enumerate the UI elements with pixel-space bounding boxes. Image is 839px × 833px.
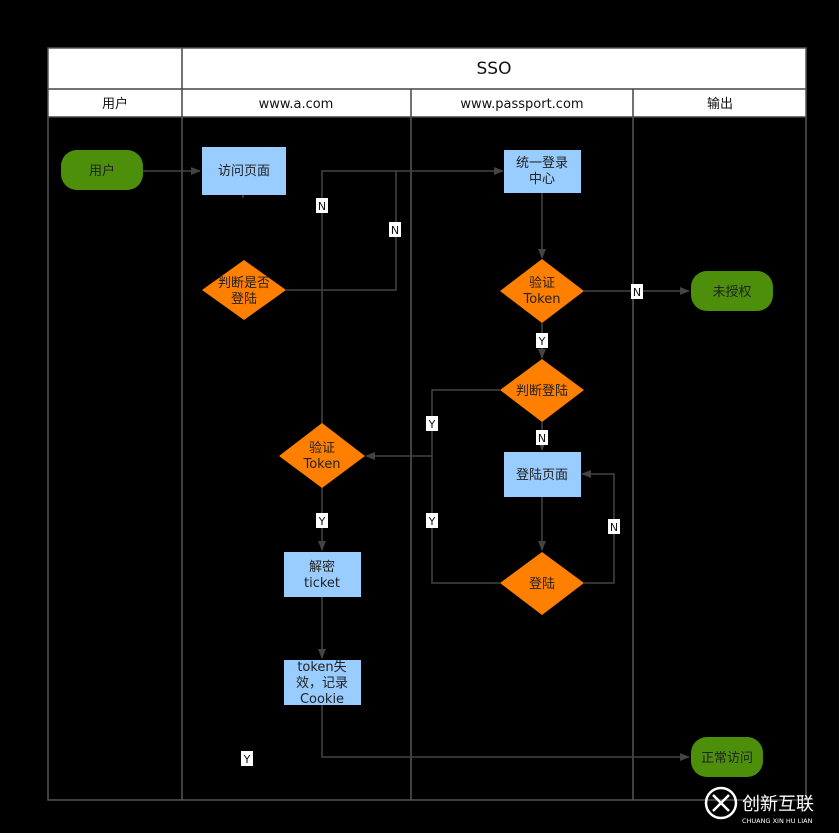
node-normal [691,737,763,777]
pool-title: SSO [477,59,512,79]
edge-to-normal [321,705,690,761]
node-verify-p-line2: Token [523,292,561,307]
edge-label-n-login: N [608,519,620,534]
node-verify-a-line1: 验证 [309,440,335,456]
edge-label-y-left-bottom: Y [426,513,438,528]
lane-header-a: www.a.com [259,97,334,112]
header-title-row [48,48,806,89]
lane-header-output: 输出 [707,96,733,112]
node-decrypt-line1: 解密 [309,559,335,575]
watermark-name: 创新互联 [742,794,814,815]
header-lane-row [48,89,806,117]
node-sso-center-line1: 统一登录 [516,156,568,171]
svg-text:Y: Y [243,753,251,766]
edge-verify-up [321,170,396,452]
node-normal-label: 正常访问 [701,751,753,766]
node-verify-p-line1: 验证 [529,275,555,291]
svg-text:N: N [610,521,618,534]
node-judge-p-label: 判断登陆 [516,383,568,399]
svg-text:Y: Y [538,335,546,348]
edge-label-y-verify: Y [536,333,548,348]
watermark-sub: CHUANG XIN HU LIAN [742,817,813,825]
node-sso-center [504,150,581,193]
node-decrypt [284,552,361,597]
svg-text:Y: Y [428,515,436,528]
node-login-label: 登陆 [529,576,555,592]
node-visit-label: 访问页面 [218,164,270,179]
node-judge-a-line2: 登陆 [231,291,257,307]
node-user-label: 用户 [89,163,115,179]
node-judge-a [202,260,286,320]
edge-label-y-decrypt: Y [316,513,328,528]
svg-text:N: N [538,432,546,445]
node-verify-p [500,259,584,323]
lane-header-passport: www.passport.com [460,97,583,112]
edge-label-y-left-top: Y [426,416,438,431]
svg-text:N: N [318,200,326,213]
svg-text:Y: Y [318,515,326,528]
edge-label-n-judge: N [389,222,401,237]
svg-text:N: N [633,286,641,299]
diagram-frame [47,47,807,801]
node-unauth [691,271,773,311]
node-login-page-label: 登陆页面 [516,467,568,483]
node-unauth-label: 未授权 [712,284,751,300]
node-verify-a-line2: Token [303,457,341,472]
node-user [61,150,143,190]
node-decrypt-line2: ticket [304,576,340,591]
lane-header-user: 用户 [102,96,128,112]
node-token-invalid-line3: Cookie [300,692,344,707]
watermark-logo: 创新互联 CHUANG XIN HU LIAN [704,786,814,825]
edge-y-loop [431,389,500,584]
node-token-invalid-line1: token失 [297,660,346,675]
edge-label-y-bottom: Y [241,751,253,766]
node-sso-center-line2: 中心 [529,172,555,187]
node-verify-a [279,423,365,488]
node-visit [202,147,286,195]
logo-icon [704,786,738,820]
svg-text:Y: Y [428,418,436,431]
node-login-page [504,452,581,497]
node-token-invalid [284,660,361,705]
node-judge-a-line1: 判断是否 [218,276,270,291]
edge-label-n-unauth: N [631,284,643,299]
svg-text:N: N [391,224,399,237]
node-judge-p [500,359,584,422]
node-login [500,552,584,615]
edge-label-n-judge-p: N [536,430,548,445]
node-token-invalid-line2: 效，记录 [296,676,348,691]
edge-label-n-top: N [316,198,328,213]
